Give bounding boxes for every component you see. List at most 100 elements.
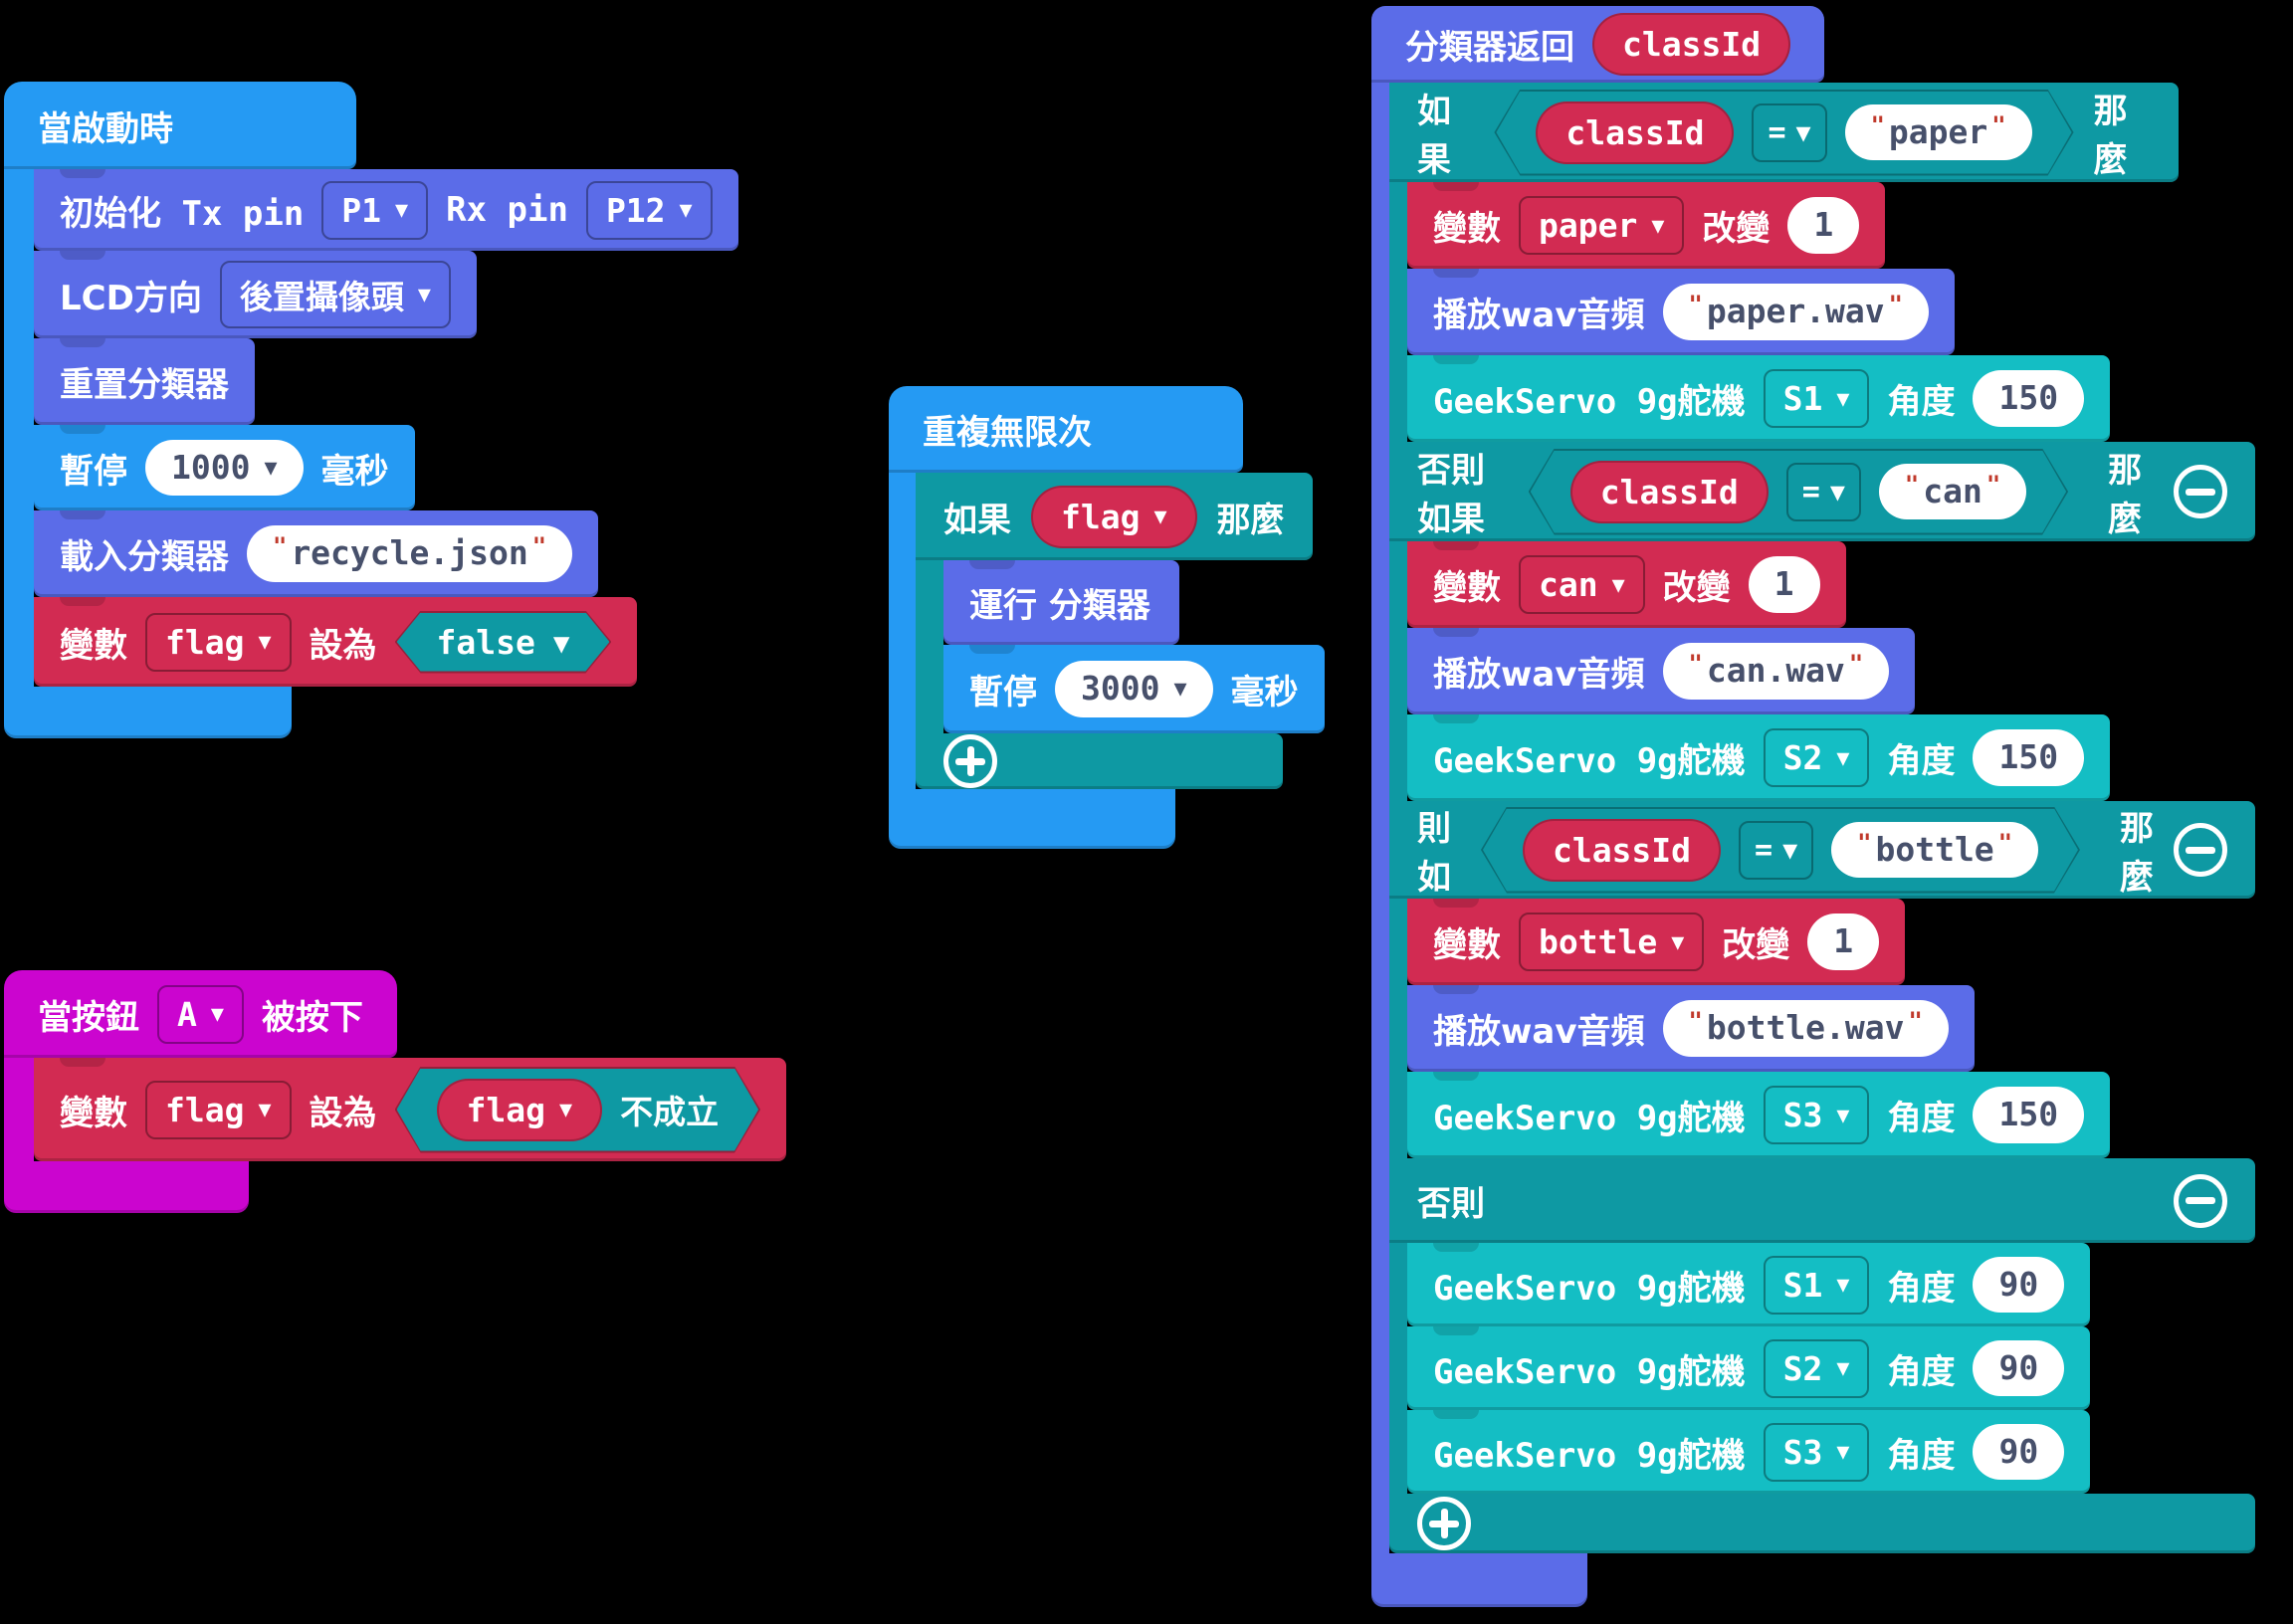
if-flag-row[interactable]: 如果 flag ▾ 那麼 (916, 473, 1313, 560)
servo-port-dropdown[interactable]: S2 ▾ (1763, 1338, 1870, 1398)
button-dropdown[interactable]: A ▾ (157, 984, 244, 1044)
change-amount-input[interactable]: 1 (1787, 197, 1860, 254)
classid-reporter[interactable]: classId (1536, 102, 1734, 164)
reset-classifier-block[interactable]: 重置分類器 (34, 338, 255, 425)
branch-spine (1389, 1243, 1407, 1494)
servo-angle-value: 150 (1998, 1095, 2059, 1134)
servo-block[interactable]: GeekServo 9g舵機 S2 ▾ 角度 150 (1407, 714, 2111, 801)
run-classifier-block[interactable]: 運行 分類器 (943, 560, 1179, 645)
servo-port-dropdown[interactable]: S3 ▾ (1763, 1422, 1870, 1482)
wav-file-input[interactable]: can.wav (1662, 643, 1890, 700)
operator-dropdown[interactable]: = ▾ (1739, 821, 1813, 880)
forever-footer (889, 789, 1175, 849)
change-amount-input[interactable]: 1 (1748, 556, 1820, 613)
servo-port-dropdown[interactable]: S1 ▾ (1763, 369, 1870, 428)
string-input[interactable]: can (1879, 464, 2026, 519)
servo-angle-input[interactable]: 150 (1973, 729, 2085, 786)
string-input[interactable]: bottle (1831, 822, 2038, 878)
wav-file-value: paper.wav (1689, 294, 1903, 330)
servo-block[interactable]: GeekServo 9g舵機 S2 ▾ 角度 90 (1407, 1326, 2091, 1410)
forever-hat[interactable]: 重複無限次 (889, 386, 1243, 473)
add-else-icon[interactable] (943, 734, 997, 788)
classid-parameter[interactable]: classId (1592, 13, 1791, 76)
operator-dropdown[interactable]: = ▾ (1786, 463, 1861, 521)
remove-branch-icon[interactable] (2174, 1173, 2227, 1228)
elseif-bottle-row[interactable]: 否則如果 classId = ▾ bottle 那麼 (1389, 760, 2255, 946)
rx-pin-dropdown[interactable]: P12 ▾ (585, 180, 713, 240)
servo-block[interactable]: GeekServo 9g舵機 S1 ▾ 角度 150 (1407, 355, 2111, 442)
servo-port-value: S1 (1782, 1265, 1823, 1305)
variable-dropdown[interactable]: bottle ▾ (1519, 913, 1705, 971)
servo-angle-input[interactable]: 150 (1973, 1087, 2085, 1143)
wav-file-input[interactable]: bottle.wav (1662, 1000, 1949, 1057)
variable-dropdown[interactable]: can ▾ (1519, 555, 1645, 614)
variable-dropdown[interactable]: flag ▾ (145, 612, 292, 672)
when-button-label: 當按鈕 (38, 997, 139, 1038)
pause-block[interactable]: 暫停 1000 ▾ 毫秒 (34, 425, 415, 510)
load-classifier-block[interactable]: 載入分類器 recycle.json (34, 510, 599, 597)
on-start-block[interactable]: 當啟動時 初始化 Tx pin P1 ▾ Rx pin P12 ▾ LCD方向 … (4, 82, 738, 738)
operator-value: = (1755, 832, 1773, 868)
classifier-file-input[interactable]: recycle.json (247, 525, 573, 582)
tx-pin-value: P1 (341, 190, 382, 230)
on-start-hat[interactable]: 當啟動時 (4, 82, 356, 169)
set-variable-block[interactable]: 變數 flag ▾ 設為 false ▾ (34, 597, 638, 687)
tx-pin-dropdown[interactable]: P1 ▾ (321, 180, 429, 240)
classifier-hat[interactable]: 分類器返回 classId (1371, 6, 1825, 83)
classid-reporter[interactable]: classId (1570, 461, 1769, 523)
forever-label: 重複無限次 (923, 413, 1092, 453)
servo-block[interactable]: GeekServo 9g舵機 S3 ▾ 角度 90 (1407, 1410, 2091, 1494)
change-variable-block[interactable]: 變數 can ▾ 改變 1 (1407, 541, 1846, 628)
false-dropdown[interactable]: false ▾ (397, 613, 610, 672)
pause-block[interactable]: 暫停 3000 ▾ 毫秒 (943, 645, 1325, 733)
on-button-block[interactable]: 當按鈕 A ▾ 被按下 變數 flag ▾ 設為 flag ▾ (4, 970, 787, 1213)
variable-dropdown[interactable]: flag ▾ (145, 1080, 292, 1139)
lcd-direction-block[interactable]: LCD方向 後置攝像頭 ▾ (34, 251, 477, 338)
servo-angle-input[interactable]: 90 (1973, 1423, 2065, 1481)
servo-port-dropdown[interactable]: S3 ▾ (1763, 1086, 1870, 1144)
string-input[interactable]: paper (1845, 104, 2032, 160)
servo-block[interactable]: GeekServo 9g舵機 S1 ▾ 角度 90 (1407, 1243, 2091, 1326)
change-variable-block[interactable]: 變數 bottle ▾ 改變 1 (1407, 899, 1906, 985)
servo-block[interactable]: GeekServo 9g舵機 S3 ▾ 角度 150 (1407, 1072, 2111, 1158)
chevron-down-icon: ▾ (1836, 1100, 1850, 1130)
var-label: 變數 (1433, 209, 1501, 249)
flag-reporter-dropdown[interactable]: flag ▾ (1031, 485, 1197, 548)
lcd-direction-value: 後置攝像頭 (239, 278, 404, 316)
operator-dropdown[interactable]: = ▾ (1752, 103, 1826, 162)
lcd-direction-dropdown[interactable]: 後置攝像頭 ▾ (219, 261, 451, 328)
servo-port-value: S3 (1782, 1432, 1823, 1472)
servo-angle-input[interactable]: 90 (1973, 1256, 2065, 1314)
change-amount-value: 1 (1813, 205, 1834, 245)
servo-port-dropdown[interactable]: S2 ▾ (1763, 728, 1870, 787)
servo-angle-input[interactable]: 90 (1973, 1339, 2065, 1397)
classid-value: classId (1565, 112, 1705, 152)
change-variable-block[interactable]: 變數 paper ▾ 改變 1 (1407, 182, 1886, 269)
not-block[interactable]: flag ▾ 不成立 (397, 1069, 759, 1151)
pause-duration-dropdown[interactable]: 1000 ▾ (145, 439, 304, 497)
classifier-returns-label: 分類器返回 (1405, 28, 1574, 68)
if-paper-row[interactable]: 如果 classId = ▾ paper 那麼 (1389, 83, 2179, 182)
add-else-icon[interactable] (1417, 1497, 1471, 1550)
elseif-can-row[interactable]: 否則如果 classId = ▾ can 那麼 (1389, 442, 2255, 541)
variable-dropdown[interactable]: paper ▾ (1519, 196, 1685, 255)
init-serial-block[interactable]: 初始化 Tx pin P1 ▾ Rx pin P12 ▾ (34, 169, 738, 251)
classifier-returns-block[interactable]: 分類器返回 classId 如果 classId = ▾ pape (1371, 6, 2255, 1607)
flag-reporter-dropdown[interactable]: flag ▾ (437, 1079, 603, 1141)
boolean-slot: false ▾ (395, 611, 612, 674)
wav-file-input[interactable]: paper.wav (1662, 284, 1929, 340)
remove-branch-icon[interactable] (2174, 465, 2227, 518)
remove-branch-icon[interactable] (2174, 823, 2227, 877)
else-row[interactable]: 否則 (1389, 1158, 2255, 1243)
play-wav-block[interactable]: 播放wav音頻 bottle.wav (1407, 985, 1975, 1072)
forever-block[interactable]: 重複無限次 如果 flag ▾ 那麼 運行 分類器 暫停 (889, 386, 1325, 849)
change-amount-input[interactable]: 1 (1807, 914, 1880, 970)
servo-port-dropdown[interactable]: S1 ▾ (1763, 1255, 1870, 1315)
pause-duration-dropdown[interactable]: 3000 ▾ (1055, 661, 1213, 717)
play-wav-block[interactable]: 播放wav音頻 can.wav (1407, 628, 1916, 714)
on-button-hat[interactable]: 當按鈕 A ▾ 被按下 (4, 970, 397, 1058)
classid-reporter[interactable]: classId (1523, 819, 1721, 882)
play-wav-block[interactable]: 播放wav音頻 paper.wav (1407, 269, 1955, 355)
servo-angle-input[interactable]: 150 (1973, 370, 2085, 427)
toggle-flag-block[interactable]: 變數 flag ▾ 設為 flag ▾ 不成立 (34, 1058, 787, 1161)
